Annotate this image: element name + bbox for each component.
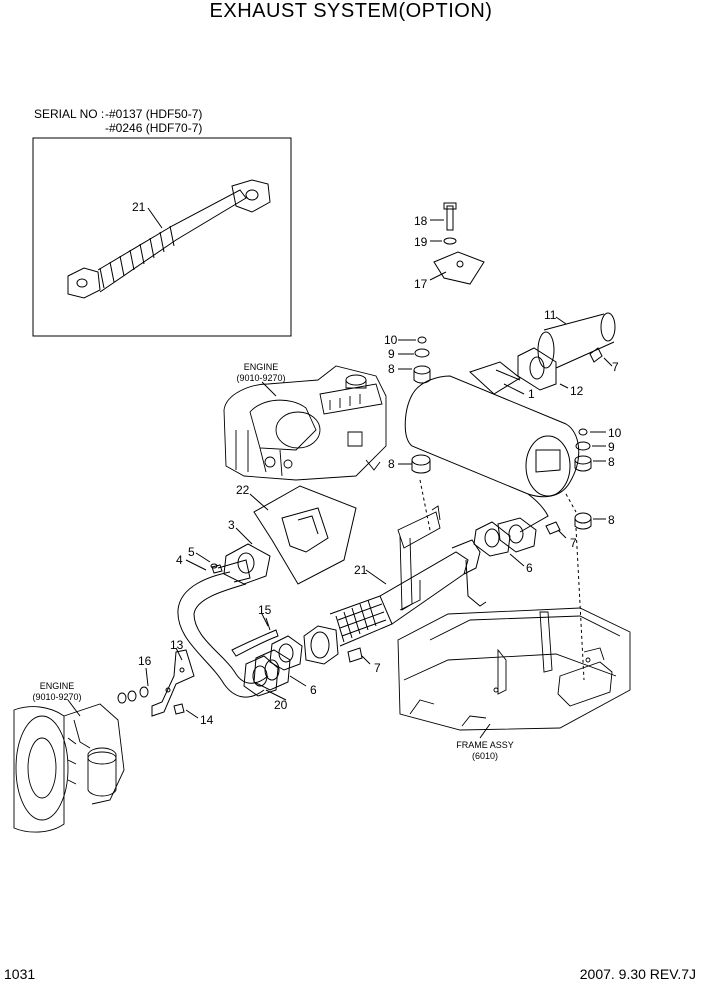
frame-assy-drawing — [397, 505, 631, 731]
callout-9-top: 9 — [388, 347, 395, 361]
serial-range-hdf70: -#0246 (HDF70-7) — [105, 121, 203, 135]
mount-rubber-lower-left — [411, 454, 431, 474]
front-exhaust-pipe-20 — [177, 543, 291, 698]
callout-6-front: 6 — [310, 683, 317, 697]
callout-7-muffler: 7 — [570, 536, 577, 550]
callout-22: 22 — [236, 483, 250, 497]
callout-21: 21 — [354, 563, 368, 577]
gasket-6-front — [269, 635, 363, 671]
gasket-6-muffler — [473, 517, 561, 557]
callout-11: 11 — [544, 308, 557, 322]
callout-5: 5 — [188, 545, 195, 559]
bracket-13 — [151, 649, 195, 717]
clamp-15 — [231, 617, 279, 657]
callout-15: 15 — [258, 603, 272, 617]
callout-4: 4 — [176, 553, 183, 567]
serial-range-hdf50: -#0137 (HDF50-7) — [105, 107, 203, 121]
bracket-plate-17 — [433, 202, 485, 285]
callout-8-right: 8 — [608, 455, 615, 469]
frame-assy-code: (6010) — [471, 751, 498, 761]
bolt-14 — [173, 703, 185, 715]
callout-8-top: 8 — [388, 362, 395, 376]
callout-10-top: 10 — [384, 333, 398, 347]
callout-7-tailpipe: 7 — [612, 360, 619, 374]
callout-20: 20 — [274, 698, 288, 712]
callout-1: 1 — [528, 387, 535, 401]
engine-top-code: (9010-9270) — [236, 373, 286, 383]
page-number: 1031 — [4, 966, 36, 982]
engine-top-name: ENGINE — [243, 362, 279, 372]
muffler-1 — [404, 361, 580, 533]
callout-3: 3 — [228, 518, 235, 532]
callout-13: 13 — [170, 638, 184, 652]
callout-8-lower-left: 8 — [388, 457, 395, 471]
callout-8-lower-right: 8 — [608, 513, 615, 527]
engine-left-name: ENGINE — [39, 681, 75, 691]
nuts-washers-16 — [117, 686, 149, 704]
callout-16: 16 — [138, 654, 152, 668]
flexible-exhaust-pipe-21 — [303, 539, 487, 665]
callout-6-muffler: 6 — [526, 561, 533, 575]
callout-7-front: 7 — [374, 661, 381, 675]
leader-21-inset — [147, 207, 163, 229]
callout-17: 17 — [414, 277, 428, 291]
engine-top-drawing — [223, 365, 387, 481]
mount-rubber-stack-right — [574, 428, 592, 530]
frame-assy-name: FRAME ASSY — [456, 740, 514, 750]
callout-10-right: 10 — [608, 426, 622, 440]
tail-pipe-11 — [517, 312, 616, 391]
mount-rubber-stack-top — [413, 336, 431, 384]
engine-left-code: (9010-9270) — [32, 692, 82, 702]
callout-14: 14 — [200, 713, 214, 727]
callout-18: 18 — [414, 214, 428, 228]
callout-21-inset: 21 — [132, 200, 146, 214]
heat-shield-22 — [253, 485, 357, 585]
callout-12: 12 — [570, 384, 584, 398]
callout-9-right: 9 — [608, 440, 615, 454]
inset-exhaust-pipe — [67, 179, 271, 299]
callout-19: 19 — [414, 235, 428, 249]
engine-left-drawing — [13, 703, 125, 833]
page-title: EXHAUST SYSTEM(OPTION) — [209, 0, 493, 22]
date-revision: 2007. 9.30 REV.7J — [579, 966, 696, 982]
serial-inset-box — [32, 137, 292, 337]
serial-label: SERIAL NO : — [34, 107, 105, 121]
